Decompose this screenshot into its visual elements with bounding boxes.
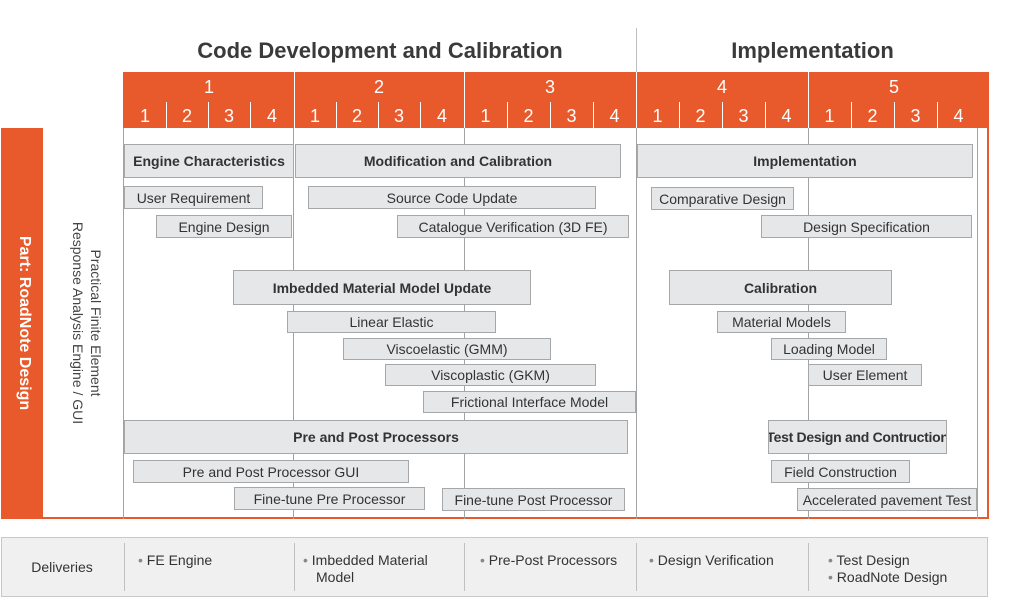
quarter-divider <box>722 102 723 128</box>
quarter-divider <box>336 102 337 128</box>
phase-separator <box>636 28 637 74</box>
task-test-design-construction: Test Design and Contruction <box>768 420 947 454</box>
task-field-construction: Field Construction <box>771 460 910 483</box>
task-viscoplastic: Viscoplastic (GKM) <box>385 364 596 386</box>
deliveries-band <box>1 537 988 597</box>
task-engine-design: Engine Design <box>156 215 292 238</box>
task-pre-post-gui: Pre and Post Processor GUI <box>133 460 409 483</box>
task-viscoelastic: Viscoelastic (GMM) <box>343 338 551 360</box>
quarter-label: 2 <box>523 106 534 126</box>
quarter-label: 2 <box>181 106 192 126</box>
quarter-label: 1 <box>309 106 320 126</box>
task-pre-post-processors: Pre and Post Processors <box>124 420 628 454</box>
gridline-year1 <box>123 128 124 519</box>
quarter-divider <box>851 102 852 128</box>
delivery-item: Design Verification <box>649 552 774 568</box>
task-material-models: Material Models <box>717 311 846 333</box>
quarter-divider <box>507 102 508 128</box>
gridline-year4 <box>636 128 637 519</box>
deliveries-divider <box>636 543 637 591</box>
part-sidebar <box>1 128 43 519</box>
deliveries-divider <box>294 543 295 591</box>
quarter-label: 3 <box>910 106 921 126</box>
part-label: Part: RoadNote Design <box>16 235 33 411</box>
delivery-item: Test Design <box>828 552 947 569</box>
delivery-item: FE Engine <box>138 552 212 568</box>
quarter-label: 4 <box>266 106 277 126</box>
task-user-element: User Element <box>808 364 922 386</box>
task-finetune-pre: Fine-tune Pre Processor <box>234 487 425 510</box>
gridline-end <box>977 128 978 519</box>
task-catalogue-verification: Catalogue Verification (3D FE) <box>397 215 629 238</box>
quarter-label: 4 <box>953 106 964 126</box>
timeline-header <box>123 72 989 128</box>
task-source-code-update: Source Code Update <box>308 186 596 209</box>
quarter-label: 1 <box>652 106 663 126</box>
task-design-specification: Design Specification <box>761 215 972 238</box>
quarter-label: 4 <box>609 106 620 126</box>
phase-title-code-development: Code Development and Calibration <box>197 38 563 63</box>
task-imbedded-model-update: Imbedded Material Model Update <box>233 270 531 305</box>
delivery-year1: FE Engine <box>138 552 212 569</box>
quarter-label: 3 <box>393 106 404 126</box>
year-label-4: 4 <box>716 77 727 97</box>
quarter-divider <box>894 102 895 128</box>
deliveries-divider <box>808 543 809 591</box>
delivery-year2: Imbedded Material Model <box>303 552 428 586</box>
engine-label-line1: Practical Finite Element <box>88 249 104 397</box>
task-engine-characteristics: Engine Characteristics <box>124 144 294 178</box>
year-label-1: 1 <box>203 77 214 97</box>
year-label-2: 2 <box>373 77 384 97</box>
task-linear-elastic: Linear Elastic <box>287 311 496 333</box>
quarter-divider <box>166 102 167 128</box>
quarter-label: 2 <box>695 106 706 126</box>
quarter-divider <box>550 102 551 128</box>
year-label-3: 3 <box>544 77 555 97</box>
task-user-requirement: User Requirement <box>124 186 263 209</box>
quarter-label: 3 <box>566 106 577 126</box>
quarter-label: 2 <box>867 106 878 126</box>
quarter-divider <box>937 102 938 128</box>
delivery-item-cont: Model <box>316 569 355 585</box>
year-divider <box>294 72 295 128</box>
quarter-label: 1 <box>824 106 835 126</box>
task-loading-model: Loading Model <box>771 338 887 360</box>
engine-label-line2: Response Analysis Engine / GUI <box>70 221 86 425</box>
quarter-divider <box>593 102 594 128</box>
year-divider <box>636 72 637 128</box>
task-finetune-post: Fine-tune Post Processor <box>442 488 625 511</box>
quarter-divider <box>679 102 680 128</box>
quarter-label: 4 <box>436 106 447 126</box>
quarter-divider <box>208 102 209 128</box>
task-modification-calibration: Modification and Calibration <box>295 144 621 178</box>
quarter-label: 3 <box>738 106 749 126</box>
quarter-label: 3 <box>223 106 234 126</box>
task-implementation: Implementation <box>637 144 973 178</box>
delivery-item: Pre-Post Processors <box>480 552 617 568</box>
year-divider <box>808 72 809 128</box>
task-comparative-design: Comparative Design <box>651 187 794 210</box>
quarter-divider <box>420 102 421 128</box>
deliveries-divider <box>464 543 465 591</box>
year-label-5: 5 <box>888 77 899 97</box>
deliveries-label: Deliveries <box>31 559 93 575</box>
delivery-item: Imbedded Material <box>303 552 428 569</box>
delivery-item: RoadNote Design <box>828 569 948 586</box>
quarter-label: 4 <box>781 106 792 126</box>
deliveries-divider <box>124 543 125 591</box>
quarter-divider <box>250 102 251 128</box>
quarter-divider <box>378 102 379 128</box>
delivery-year4: Design Verification <box>649 552 774 569</box>
delivery-year3: Pre-Post Processors <box>480 552 617 569</box>
quarter-label: 1 <box>480 106 491 126</box>
year-divider <box>464 72 465 128</box>
quarter-divider <box>765 102 766 128</box>
quarter-label: 1 <box>139 106 150 126</box>
quarter-label: 2 <box>351 106 362 126</box>
task-calibration: Calibration <box>669 270 892 305</box>
task-accelerated-test: Accelerated pavement Test <box>797 488 977 511</box>
delivery-year5: Test Design RoadNote Design <box>828 552 948 586</box>
task-frictional-interface: Frictional Interface Model <box>423 391 636 413</box>
phase-title-implementation: Implementation <box>731 38 894 63</box>
